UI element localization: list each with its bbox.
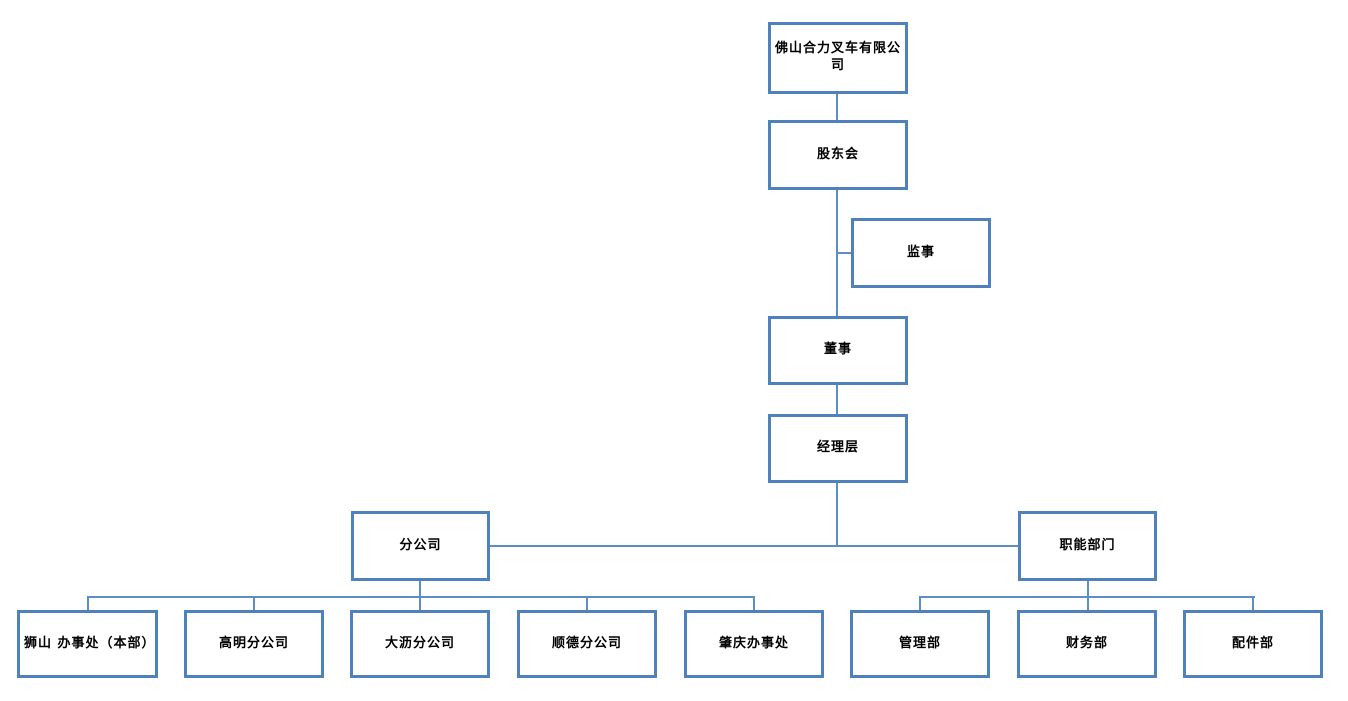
org-node-company: 佛山合力叉车有限公司 <box>768 22 908 94</box>
org-node-functional-label: 职能部门 <box>1059 537 1116 553</box>
connector-line <box>836 385 838 414</box>
connector-line <box>836 483 838 546</box>
org-node-functional: 职能部门 <box>1018 511 1157 581</box>
connector-line <box>87 596 755 598</box>
org-node-management-label: 经理层 <box>816 440 859 456</box>
org-node-shishan: 狮山 办事处（本部） <box>17 610 158 678</box>
org-node-parts-label: 配件部 <box>1231 635 1274 651</box>
connector-line <box>87 596 89 610</box>
org-node-shunde: 顺德分公司 <box>517 610 657 678</box>
connector-line <box>919 596 921 610</box>
connector-line <box>253 596 255 610</box>
connector-line <box>1252 596 1254 610</box>
org-node-zhaoqing: 肇庆办事处 <box>684 610 824 678</box>
org-node-admin-label: 管理部 <box>898 635 941 651</box>
org-node-branches: 分公司 <box>351 511 490 581</box>
connector-line <box>419 581 421 610</box>
connector-line <box>586 596 588 610</box>
org-node-finance: 财务部 <box>1017 610 1157 678</box>
org-node-management: 经理层 <box>768 414 908 483</box>
org-node-dali: 大沥分公司 <box>350 610 490 678</box>
connector-line <box>753 596 755 610</box>
org-node-shareholders-label: 股东会 <box>816 146 859 162</box>
org-node-gaoming-label: 高明分公司 <box>218 635 289 651</box>
org-node-admin: 管理部 <box>850 610 990 678</box>
org-node-zhaoqing-label: 肇庆办事处 <box>718 635 789 651</box>
connector-line <box>490 545 1018 547</box>
org-node-shishan-label: 狮山 办事处（本部） <box>24 635 156 651</box>
org-node-company-label: 佛山合力叉车有限公司 <box>775 41 902 73</box>
connector-line <box>836 190 838 316</box>
connector-line <box>919 596 1255 598</box>
org-node-branches-label: 分公司 <box>399 537 442 553</box>
org-node-director: 董事 <box>768 316 908 385</box>
org-node-director-label: 董事 <box>823 342 852 358</box>
org-node-shareholders: 股东会 <box>768 120 908 190</box>
org-node-parts: 配件部 <box>1183 610 1323 678</box>
connector-line <box>838 252 853 254</box>
org-node-supervisor-label: 监事 <box>906 244 935 260</box>
org-node-shunde-label: 顺德分公司 <box>551 635 622 651</box>
org-node-dali-label: 大沥分公司 <box>384 635 455 651</box>
org-node-supervisor: 监事 <box>851 218 991 288</box>
connector-line <box>1087 581 1089 610</box>
org-node-finance-label: 财务部 <box>1065 635 1108 651</box>
org-node-gaoming: 高明分公司 <box>184 610 324 678</box>
connector-line <box>836 94 838 120</box>
